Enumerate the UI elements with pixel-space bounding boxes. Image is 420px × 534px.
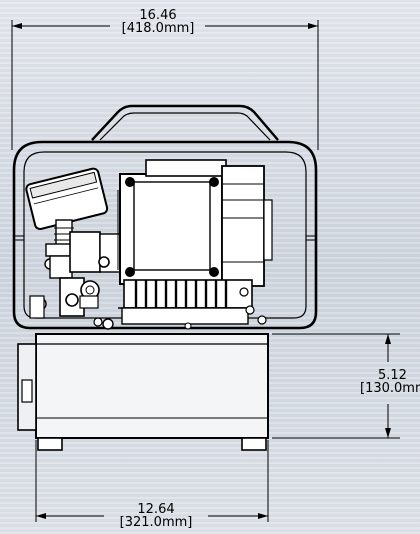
valve-block	[29, 231, 123, 330]
height-dimension-lines	[272, 333, 400, 439]
base-width-dimension-label: 12.64 [321.0mm]	[106, 503, 206, 529]
height-mm: [130.0mm	[360, 381, 420, 396]
base-width-mm: [321.0mm]	[119, 515, 193, 530]
width-dimension-label: 16.46 [418.0mm]	[112, 9, 204, 35]
base-width-inches: 12.64	[137, 502, 175, 517]
height-inches: 5.12	[378, 368, 407, 383]
motor-housing	[117, 159, 273, 287]
width-mm: [418.0mm]	[121, 21, 195, 36]
base-width-dimension-lines	[35, 440, 269, 522]
pressure-gauge	[25, 167, 109, 279]
reservoir-tank	[17, 333, 269, 451]
width-dimension-lines	[11, 20, 319, 150]
height-dimension-label: 5.12 [130.0mm	[360, 369, 420, 395]
width-inches: 16.46	[139, 8, 177, 23]
carry-handle	[91, 104, 279, 141]
cooling-fins	[118, 279, 267, 330]
